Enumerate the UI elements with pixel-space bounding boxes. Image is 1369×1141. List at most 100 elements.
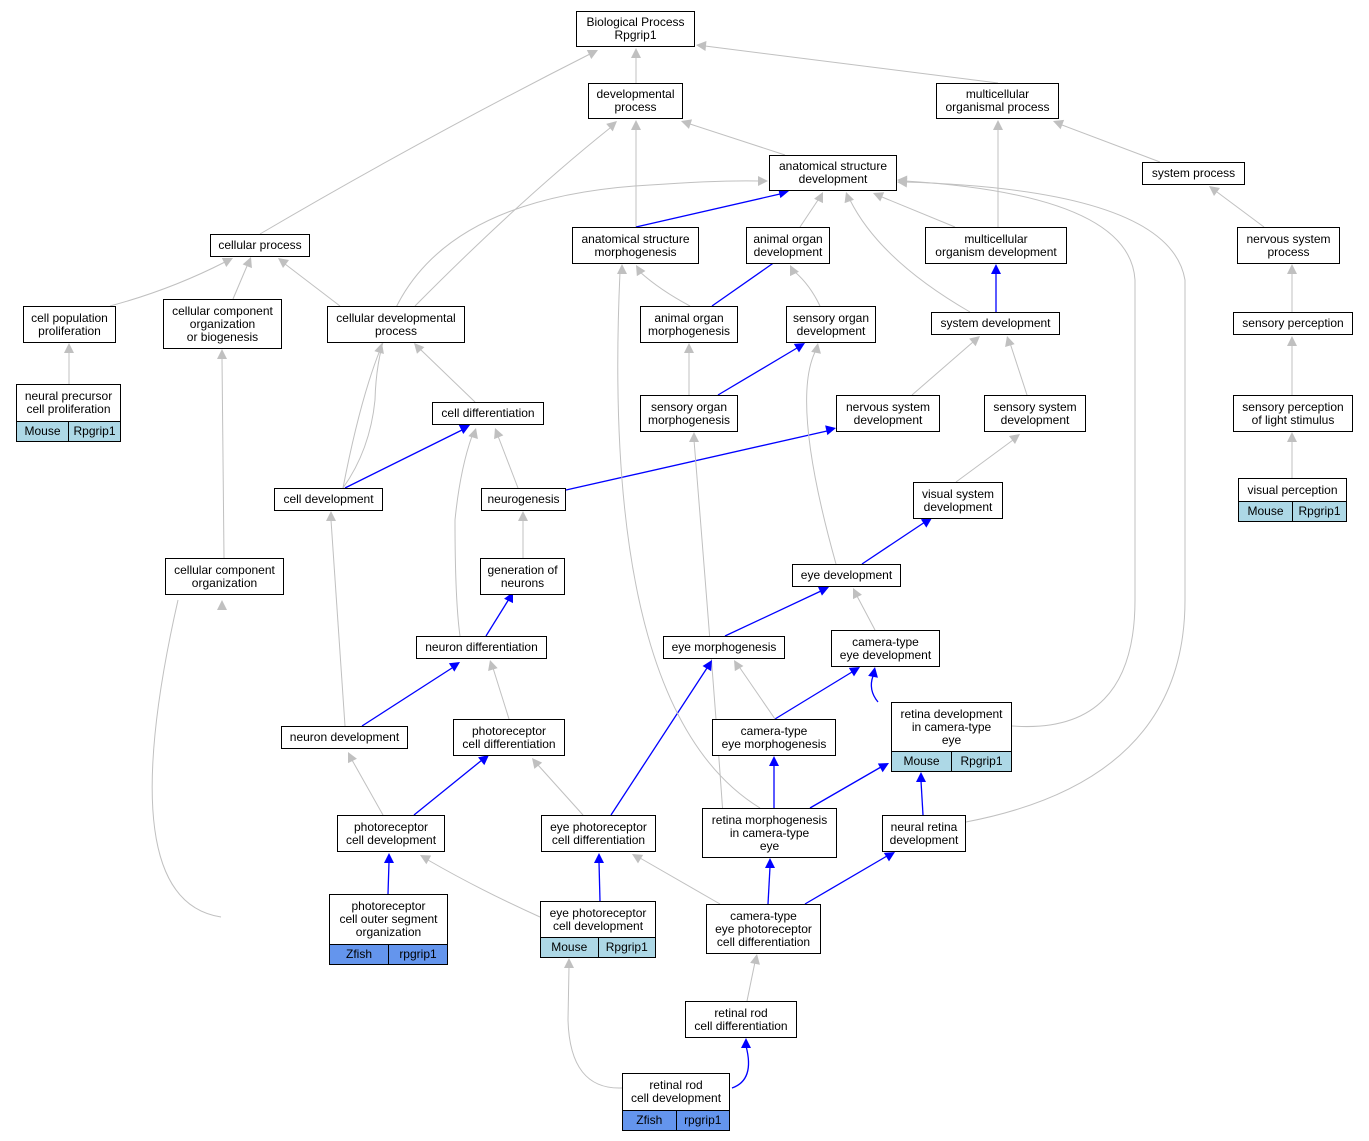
node-em[interactable]: eye morphogenesis — [663, 636, 785, 659]
node-label-line: cell development — [345, 832, 437, 847]
node-cdev[interactable]: cell development — [274, 488, 383, 511]
node-label-line: in camera-type — [911, 719, 992, 734]
edge-arrowhead-29 — [414, 343, 425, 354]
node-spc[interactable]: sensory perception — [1233, 312, 1353, 335]
node-label-line: neuron differentiation — [425, 640, 538, 654]
edge-61 — [804, 855, 888, 905]
node-sd[interactable]: system development — [931, 312, 1060, 335]
node-label: system process — [1143, 163, 1244, 184]
edge-3 — [689, 123, 786, 156]
node-label-line: sensory system — [993, 399, 1077, 414]
node-ng[interactable]: neurogenesis — [481, 488, 566, 511]
edge-54 — [413, 759, 483, 816]
node-label: neuron development — [282, 727, 407, 748]
edge-arrowhead-52 — [384, 853, 394, 863]
node-ed[interactable]: eye development — [792, 564, 901, 587]
node-label: visual perception — [1239, 479, 1346, 501]
edge-arrowhead-61 — [883, 852, 895, 862]
node-sp[interactable]: system process — [1142, 162, 1245, 185]
edge-arrowhead-27 — [969, 336, 980, 347]
edge-53 — [351, 759, 384, 816]
edge-7 — [414, 127, 611, 307]
edge-arrowhead-35 — [518, 511, 528, 521]
node-label-line: retina morphogenesis — [711, 812, 828, 827]
node-label-line: eye photoreceptor — [715, 921, 812, 936]
node-label-line: eye photoreceptor — [550, 819, 647, 834]
edge-arrowhead-18 — [278, 258, 289, 268]
edge-8 — [635, 193, 781, 228]
node-nd[interactable]: neuron differentiation — [416, 636, 547, 659]
node-label-line: cell differentiation — [462, 736, 556, 751]
node-cdiff[interactable]: cell differentiation — [432, 402, 544, 425]
annotation-gene: Rpgrip1 — [597, 938, 656, 957]
annotation-species: Mouse — [903, 754, 940, 768]
node-label-line: camera-type — [852, 634, 919, 649]
node-ndev[interactable]: neuron development — [281, 726, 408, 749]
edge-arrowhead-55 — [532, 758, 543, 769]
node-label-line: multicellular — [964, 231, 1028, 246]
node-cp[interactable]: cellular process — [210, 234, 310, 257]
annotation-species: Mouse — [24, 424, 61, 438]
node-label-line: cell development — [630, 1091, 722, 1105]
node-label-line: neural retina — [890, 819, 958, 834]
annotation-gene: rpgrip1 — [388, 945, 447, 964]
node-label-line: cell differentiation — [694, 1018, 788, 1033]
edge-arrowhead-59 — [765, 858, 775, 868]
edge-18 — [284, 263, 341, 307]
edge-47 — [904, 180, 1136, 728]
edge-23 — [794, 271, 821, 307]
node-label-line: development — [853, 412, 923, 427]
edge-arrowhead-20 — [217, 349, 227, 359]
edge-59 — [767, 866, 771, 905]
edge-1 — [704, 45, 999, 84]
node-label-line: eye — [941, 732, 962, 747]
edge-52 — [387, 861, 390, 895]
edge-66 — [904, 181, 1186, 823]
node-label-line: animal organ — [654, 310, 724, 325]
node-label-line: morphogenesis — [647, 412, 731, 427]
edge-38 — [454, 435, 473, 637]
